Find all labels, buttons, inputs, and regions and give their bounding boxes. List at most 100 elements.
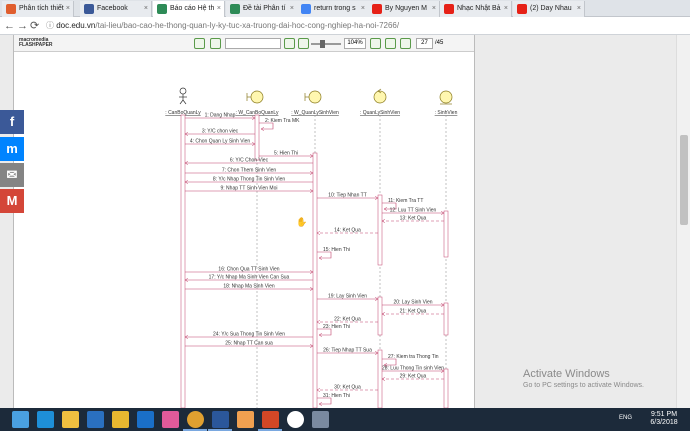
actor-icon [179,87,187,95]
self-message-arrow [382,202,397,209]
browser-tab[interactable]: Đề tài Phân tí× [226,1,298,17]
zoom-level-field[interactable]: 104% [344,38,366,49]
info-icon[interactable]: ⓘ [46,21,54,30]
chrome-icon[interactable] [187,411,204,428]
activation-bar [377,349,383,408]
activation-bar [443,302,449,336]
system-clock[interactable]: 9:51 PM 6/3/2018 [645,411,683,427]
activation-bar [377,194,383,266]
reload-icon[interactable]: ⟳ [30,20,40,32]
browser-tab[interactable]: Phân tích thiết× [2,1,74,17]
search-icon[interactable] [284,38,295,49]
browser-tab[interactable]: return trong s × [297,1,369,17]
tab-close-icon[interactable]: × [431,5,436,12]
clock-date: 6/3/2018 [650,419,678,426]
sequence-diagram: : CanBoQuanLy: W_CanBoQuanLy: W_QuanLySi… [165,87,458,408]
pan-tool-icon[interactable] [194,38,205,49]
youtube-icon [444,4,454,14]
message-label: 25: Nhap TT Can sua [225,341,273,347]
ie-icon[interactable] [37,411,54,428]
self-message-arrow [259,122,274,129]
running-app-indicator [183,429,207,431]
select-tool-icon[interactable] [210,38,221,49]
tab-close-icon[interactable]: × [503,5,508,12]
hand-cursor-icon: ✋ [296,216,307,228]
windows-taskbar: ENG 9:51 PM 6/3/2018 [0,408,690,431]
watermark-subtitle: Go to PC settings to activate Windows. [523,382,644,389]
lifeline-label: : QuanLySinhVien [360,110,400,116]
next-page-icon[interactable] [400,38,411,49]
prev-page-icon[interactable] [385,38,396,49]
gmail-share-icon[interactable]: M [0,189,24,213]
tab-close-icon[interactable]: × [289,5,294,12]
notes-icon[interactable] [162,411,179,428]
zoom-out-icon[interactable] [298,38,309,49]
app-icon[interactable] [287,411,304,428]
browser-tab[interactable]: Báo cáo Hệ th× [153,1,225,17]
tab-close-icon[interactable]: × [360,5,365,12]
page-number-field[interactable]: 27 [416,38,433,49]
activation-bar [254,114,260,161]
forward-icon[interactable]: → [17,20,28,32]
search-input[interactable] [225,38,281,49]
tab-label: Phân tích thiết [19,5,64,12]
url-domain: doc.edu.vn [56,21,96,30]
back-icon[interactable]: ← [4,20,15,32]
actor-leg [179,99,184,105]
scribd-icon [6,4,16,14]
page-content: macromedia FLASHPAPER 104% 27 /45 : CanB… [0,35,690,408]
word-icon[interactable] [212,411,229,428]
message-label: 5: Hien Thi [274,151,298,157]
url-field[interactable]: ⓘ doc.edu.vn/tai-lieu/bao-cao-he-thong-q… [46,20,399,32]
zoom-slider[interactable] [311,43,341,45]
doc-icon [230,4,240,14]
tab-label: By Nguyen M [385,5,428,12]
message-label: 12: Luu TT Sinh Vien [390,208,437,214]
tab-label: return trong s [314,5,356,12]
language-indicator[interactable]: ENG [619,415,633,421]
page-scrollbar[interactable] [676,35,690,408]
scrollbar-thumb[interactable] [680,135,688,225]
self-message-arrow [317,397,332,404]
messenger-share-icon[interactable]: m [0,137,24,161]
email-share-icon[interactable]: ✉ [0,163,24,187]
paint-icon[interactable] [237,411,254,428]
outlook-icon[interactable] [137,411,154,428]
file-explorer-icon[interactable] [62,411,79,428]
browser-tab[interactable]: By Nguyen M× [368,1,440,17]
tab-label: Đề tài Phân tí [243,5,286,12]
store-icon[interactable] [87,411,104,428]
message-label: 18: Nhap Ma Sinh Vien [223,284,275,290]
flashpaper-viewer: macromedia FLASHPAPER 104% 27 /45 : CanB… [13,35,475,408]
powerpoint-icon[interactable] [262,411,279,428]
zoom-slider-knob[interactable] [320,40,325,48]
message-label: 13: Ket Qua [400,216,427,222]
browser-tab[interactable]: (2) Day Nhau× [513,1,585,17]
message-label: 21: Ket Qua [400,309,427,315]
start-icon[interactable] [12,411,29,428]
tab-close-icon[interactable]: × [216,5,221,12]
message-label: 23: Hien Thi [323,324,350,330]
message-label: 30: Ket Qua [334,385,361,391]
logo-line-1: macromedia [19,37,49,43]
browser-tab[interactable]: Facebook× [80,1,152,17]
running-app-indicator [258,429,282,431]
sdk-icon[interactable] [312,411,329,428]
tab-label: Nhạc Nhật Bả [457,5,501,12]
lifeline-label: : CanBoQuanLy [165,110,201,116]
message-label: 7: Chon Them Sinh Vien [222,168,277,174]
message-label: 11: Kiem Tra TT [388,198,423,204]
message-label: 2: Kiem Tra MK [265,118,300,124]
fit-page-icon[interactable] [370,38,381,49]
activation-bar [443,210,449,258]
facebook-share-icon[interactable]: f [0,110,24,134]
tab-close-icon[interactable]: × [576,5,581,12]
watermark-title: Activate Windows [523,368,610,380]
message-label: 15: Hien Thi [323,247,350,253]
tab-close-icon[interactable]: × [143,5,148,12]
folder-icon[interactable] [112,411,129,428]
message-label: 24: Y/c Sua Thong Tin Sinh Vien [213,332,285,338]
activate-windows-watermark: Activate Windows Go to PC settings to ac… [523,368,644,390]
browser-tab[interactable]: Nhạc Nhật Bả× [440,1,512,17]
tab-close-icon[interactable]: × [65,5,70,12]
